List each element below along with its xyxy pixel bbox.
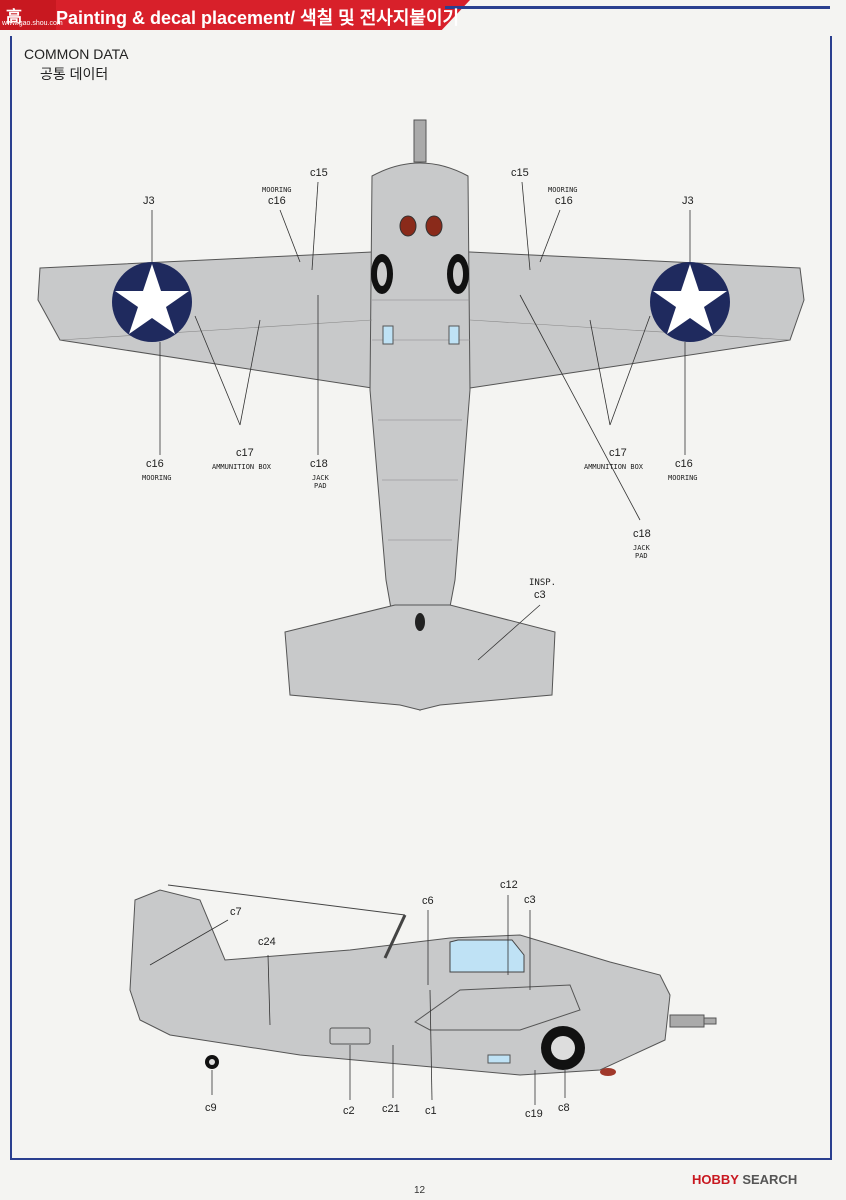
label-insp: INSP.: [529, 578, 557, 588]
label-c1: c1: [425, 1105, 437, 1117]
label-c16-left-bottom: c16: [146, 458, 164, 470]
brand-suffix: SEARCH: [738, 1172, 798, 1187]
header-rule: [445, 6, 830, 9]
header-banner: [0, 0, 470, 30]
label-c7: c7: [230, 906, 242, 918]
label-j3-left: J3: [143, 195, 155, 207]
page-frame: [10, 36, 832, 1160]
label-pad-left: PAD: [314, 482, 327, 490]
roundel-right-wing: [650, 262, 730, 342]
label-c2: c2: [343, 1105, 355, 1117]
side-view-wing: [414, 984, 581, 1031]
logo-glyph: 高: [6, 9, 23, 26]
label-jack-right: JACK: [633, 544, 650, 552]
page-number: 12: [414, 1185, 426, 1196]
label-c8: c8: [558, 1102, 570, 1114]
label-c16-left-top: c16: [268, 195, 286, 207]
side-view-canopy: [449, 939, 525, 973]
label-jack-left: JACK: [312, 474, 329, 482]
label-c9: c9: [205, 1102, 217, 1114]
label-c18-left: c18: [310, 458, 328, 470]
label-c3-top: c3: [534, 589, 546, 601]
label-ammo-right: AMMUNITION BOX: [584, 463, 644, 471]
top-view-spinner: [413, 119, 427, 163]
label-mooring-left-bottom: MOORING: [142, 474, 172, 482]
label-c3-side: c3: [524, 894, 536, 906]
label-c21: c21: [382, 1103, 400, 1115]
label-mooring-right-bottom: MOORING: [668, 474, 698, 482]
label-c19: c19: [525, 1108, 543, 1120]
label-c15-left: c15: [310, 167, 328, 179]
label-c17-left: c17: [236, 447, 254, 459]
label-c17-right: c17: [609, 447, 627, 459]
brand-prefix: HOBBY: [692, 1172, 739, 1187]
top-view-tailplane: [284, 604, 556, 711]
section-title-en: COMMON DATA: [24, 46, 129, 62]
label-c16-right-top: c16: [555, 195, 573, 207]
label-ammo-left: AMMUNITION BOX: [212, 463, 272, 471]
label-c12: c12: [500, 879, 518, 891]
roundel-left-wing: [112, 262, 192, 342]
page-title: Painting & decal placement/ 색칠 및 전사지붙이기: [56, 8, 460, 28]
section-title-ko: 공통 데이터: [40, 66, 109, 82]
label-mooring-right-top: MOORING: [548, 186, 578, 194]
label-c16-right-bottom: c16: [675, 458, 693, 470]
site-logo: 高 www.gao.shou.com: [0, 0, 63, 30]
footer-brand: HOBBY SEARCH: [692, 1172, 797, 1187]
label-c15-right: c15: [511, 167, 529, 179]
label-c6: c6: [422, 895, 434, 907]
label-mooring-left-top: MOORING: [262, 186, 292, 194]
side-view-fuselage: [129, 889, 671, 1076]
logo-site: www.gao.shou.com: [2, 20, 63, 27]
label-c24: c24: [258, 936, 276, 948]
label-c18-right: c18: [633, 528, 651, 540]
label-j3-right: J3: [682, 195, 694, 207]
label-pad-right: PAD: [635, 552, 648, 560]
